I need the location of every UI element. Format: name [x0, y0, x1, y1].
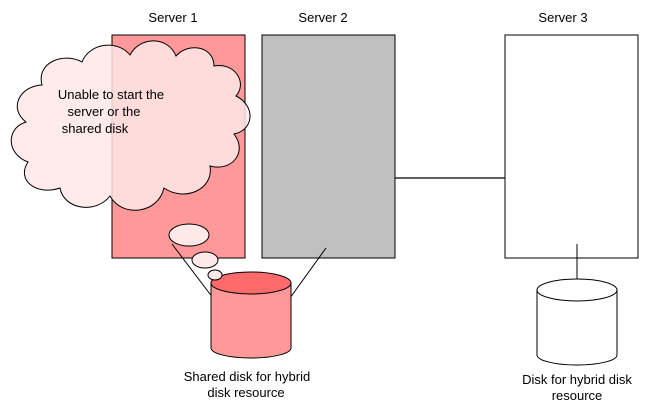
hybrid-disk [536, 278, 618, 366]
server-3-label: Server 3 [538, 10, 587, 25]
server-2-disk-connector [289, 247, 327, 299]
callout-line-1: Unable to start the [58, 87, 164, 102]
server-1-disk-connector [171, 243, 214, 299]
thought-bubble-small [207, 269, 223, 281]
thought-bubble-medium [191, 251, 219, 269]
hybrid-disk-caption-1: Disk for hybrid disk [522, 372, 632, 387]
shared-disk [210, 271, 292, 359]
server-3-box [504, 34, 639, 259]
thought-bubble-large [168, 223, 210, 247]
callout-line-2: server or the [68, 104, 141, 119]
hybrid-disk-caption-2: resource [552, 388, 603, 403]
shared-disk-caption-2: disk resource [207, 385, 284, 400]
server-2-box [261, 34, 396, 259]
shared-disk-caption-1: Shared disk for hybrid [184, 369, 310, 384]
callout-line-3: shared disk [62, 121, 129, 136]
server-1-label: Server 1 [148, 10, 197, 25]
error-cloud [10, 40, 251, 211]
server-2-label: Server 2 [298, 10, 347, 25]
